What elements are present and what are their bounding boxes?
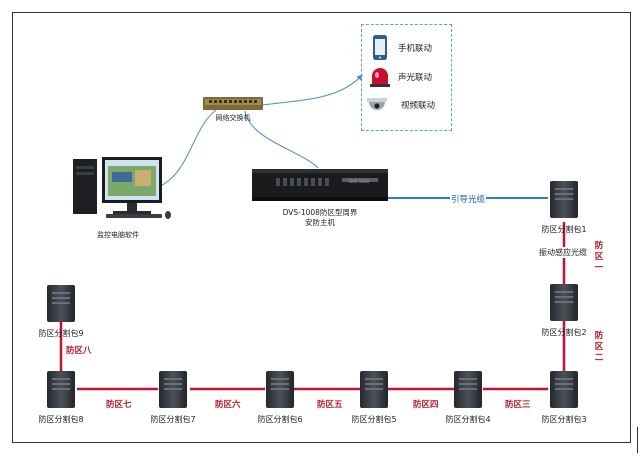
computer-icon: [73, 157, 171, 219]
split-box-label: 防区分割包5: [351, 415, 397, 424]
split-box-8: [47, 371, 75, 408]
cable-switch-to-host: [244, 110, 319, 169]
split-box-icon: [365, 378, 383, 380]
host-label-line1: DVS-1008防区型周界: [282, 208, 358, 217]
zone-label-1: 防区一: [594, 241, 604, 273]
split-box-1: [550, 181, 578, 218]
corner-mark: [637, 427, 638, 453]
split-box-label: 防区分割包1: [541, 225, 587, 234]
split-box-icon: [555, 188, 573, 190]
split-box-label: 防区分割包3: [541, 415, 587, 424]
split-box-label: 防区分割包8: [38, 415, 84, 424]
sensing-fiber-label: 振动感应光缆: [539, 247, 587, 258]
split-box-icon: [271, 378, 289, 380]
split-box-label: 防区分割包6: [257, 415, 303, 424]
split-box-icon: [164, 378, 182, 380]
computer-label: 监控电脑软件: [97, 231, 139, 239]
diagram-frame: [12, 12, 631, 443]
zone-label-3: 防区三: [505, 400, 531, 410]
zone-label-4: 防区四: [413, 400, 439, 410]
host-panel-text: DVS-1008: [349, 179, 369, 184]
split-box-label: 防区分割包2: [541, 328, 587, 337]
split-box-label: 防区分割包9: [38, 329, 84, 338]
split-box-9: [47, 285, 75, 322]
phone-icon: [373, 35, 387, 60]
linkage-phone-label: 手机联动: [398, 44, 433, 54]
split-box-6: [266, 371, 294, 408]
zone-label-5: 防区五: [317, 400, 343, 410]
split-box-5: [360, 371, 388, 408]
alarm-light-icon: [370, 68, 390, 87]
zone-label-6: 防区六: [215, 400, 241, 410]
network-switch-icon: [203, 97, 263, 110]
split-box-icon: [555, 378, 573, 380]
camera-icon: [367, 98, 387, 110]
split-box-icon: [52, 292, 70, 294]
split-box-icon: [555, 291, 573, 293]
split-box-4: [454, 371, 482, 408]
split-box-icon: [459, 378, 477, 380]
security-host-icon: [252, 169, 388, 201]
split-box-7: [159, 371, 187, 408]
split-box-label: 防区分割包7: [150, 415, 196, 424]
cable-switch-to-linkage: [261, 74, 363, 106]
linkage-alarm-label: 声光联动: [398, 73, 433, 83]
switch-label: 网络交换机: [215, 114, 251, 122]
split-box-3: [550, 371, 578, 408]
host-label-line2: 安防主机: [305, 218, 335, 227]
split-box-label: 防区分割包4: [445, 415, 491, 424]
zone-lines: [59, 222, 566, 391]
zone-label-7: 防区七: [106, 400, 132, 410]
linkage-legend-box: [361, 24, 452, 131]
zone-label-2: 防区二: [594, 331, 604, 363]
lead-fiber-label: 引导光缆: [450, 193, 487, 205]
zone-label-8: 防区八: [66, 346, 92, 356]
split-box-icon: [52, 378, 70, 380]
split-box-2: [550, 284, 578, 321]
linkage-video-label: 视频联动: [401, 101, 436, 111]
